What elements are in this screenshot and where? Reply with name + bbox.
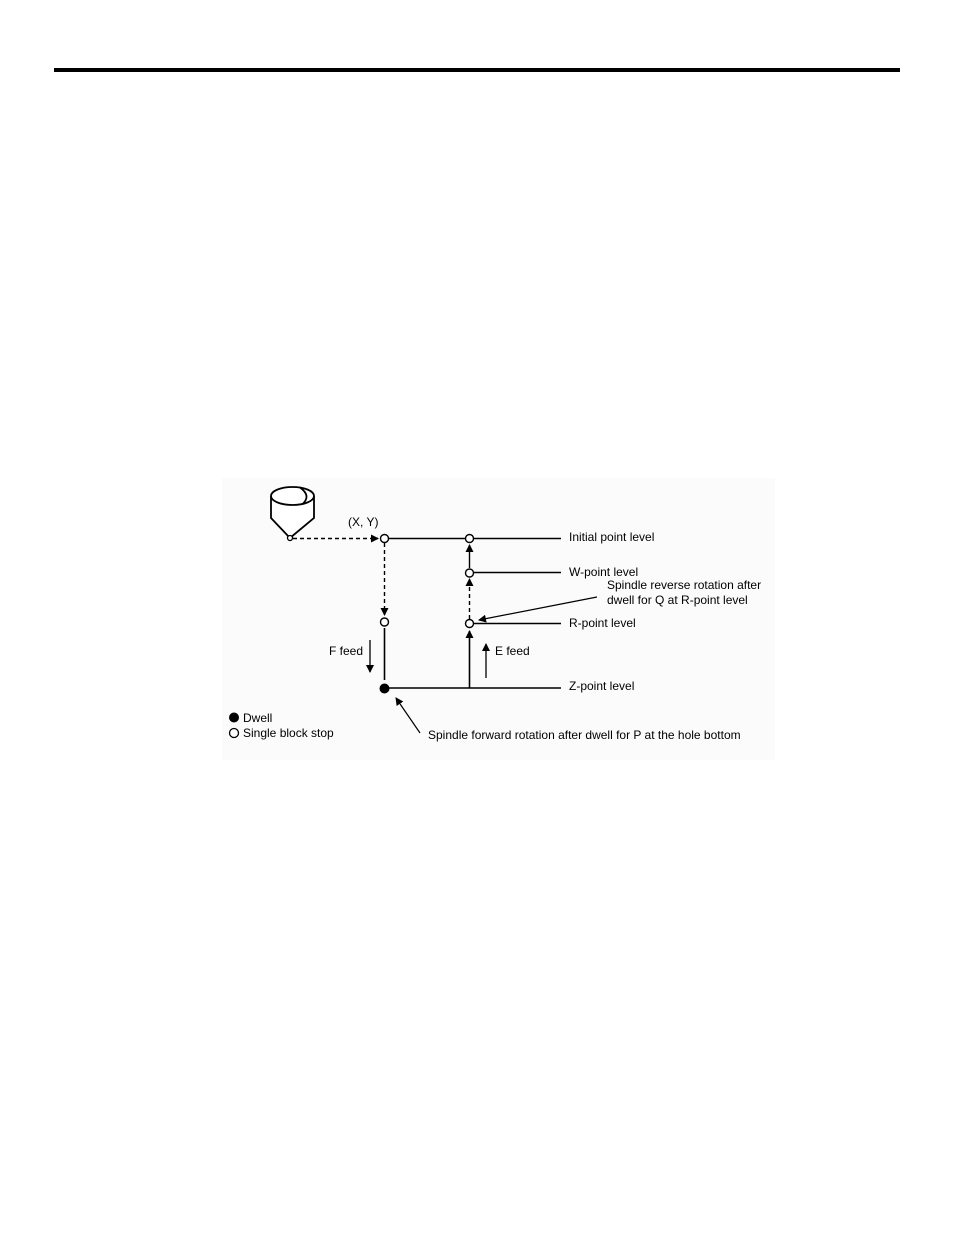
w-level-label: W-point level — [569, 565, 638, 579]
stop-point-r-right — [464, 618, 475, 629]
forward-rotation-leader — [395, 697, 421, 734]
reverse-rotation-label-1: Spindle reverse rotation after — [607, 578, 761, 592]
initial-level-label: Initial point level — [569, 530, 654, 544]
r-level-label: R-point level — [569, 616, 636, 630]
legend-dwell-label: Dwell — [243, 711, 272, 725]
e-feed-label: E feed — [495, 644, 530, 658]
reverse-rotation-leader — [478, 596, 598, 623]
page-header-rule — [54, 68, 900, 72]
diagram-background — [222, 478, 775, 760]
legend-stop-marker — [228, 727, 240, 739]
reverse-rotation-label-2: dwell for Q at R-point level — [607, 593, 748, 607]
dwell-point-z — [379, 683, 390, 694]
legend-stop-label: Single block stop — [243, 726, 334, 740]
legend-dwell-marker — [229, 712, 239, 723]
f-feed-label: F feed — [329, 644, 363, 658]
legend: Dwell Single block stop — [228, 711, 334, 740]
tool-icon — [270, 486, 315, 542]
stop-point-w — [464, 568, 475, 578]
stop-point-r-left — [379, 617, 390, 627]
forward-rotation-label: Spindle forward rotation after dwell for… — [428, 728, 741, 742]
stop-point-initial-right — [464, 533, 475, 544]
stop-point-initial-left — [379, 533, 390, 544]
z-level-label: Z-point level — [569, 679, 634, 693]
position-label: (X, Y) — [348, 515, 378, 529]
